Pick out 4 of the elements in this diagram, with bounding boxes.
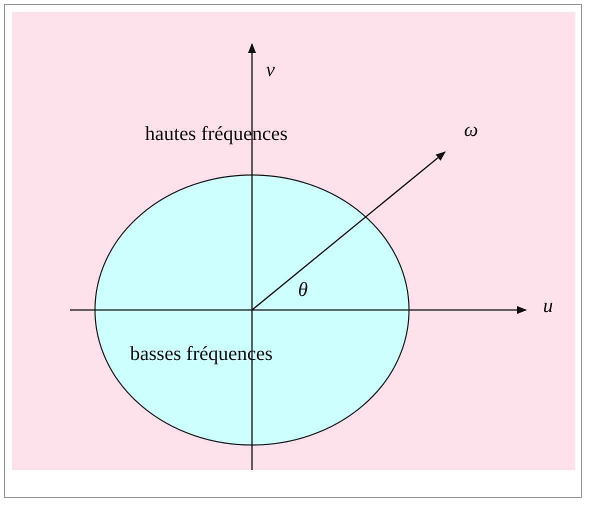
vector-label: ω: [464, 120, 478, 140]
angle-label: θ: [298, 280, 308, 300]
axis-label: u: [543, 296, 553, 316]
axis-label: v: [266, 60, 275, 80]
